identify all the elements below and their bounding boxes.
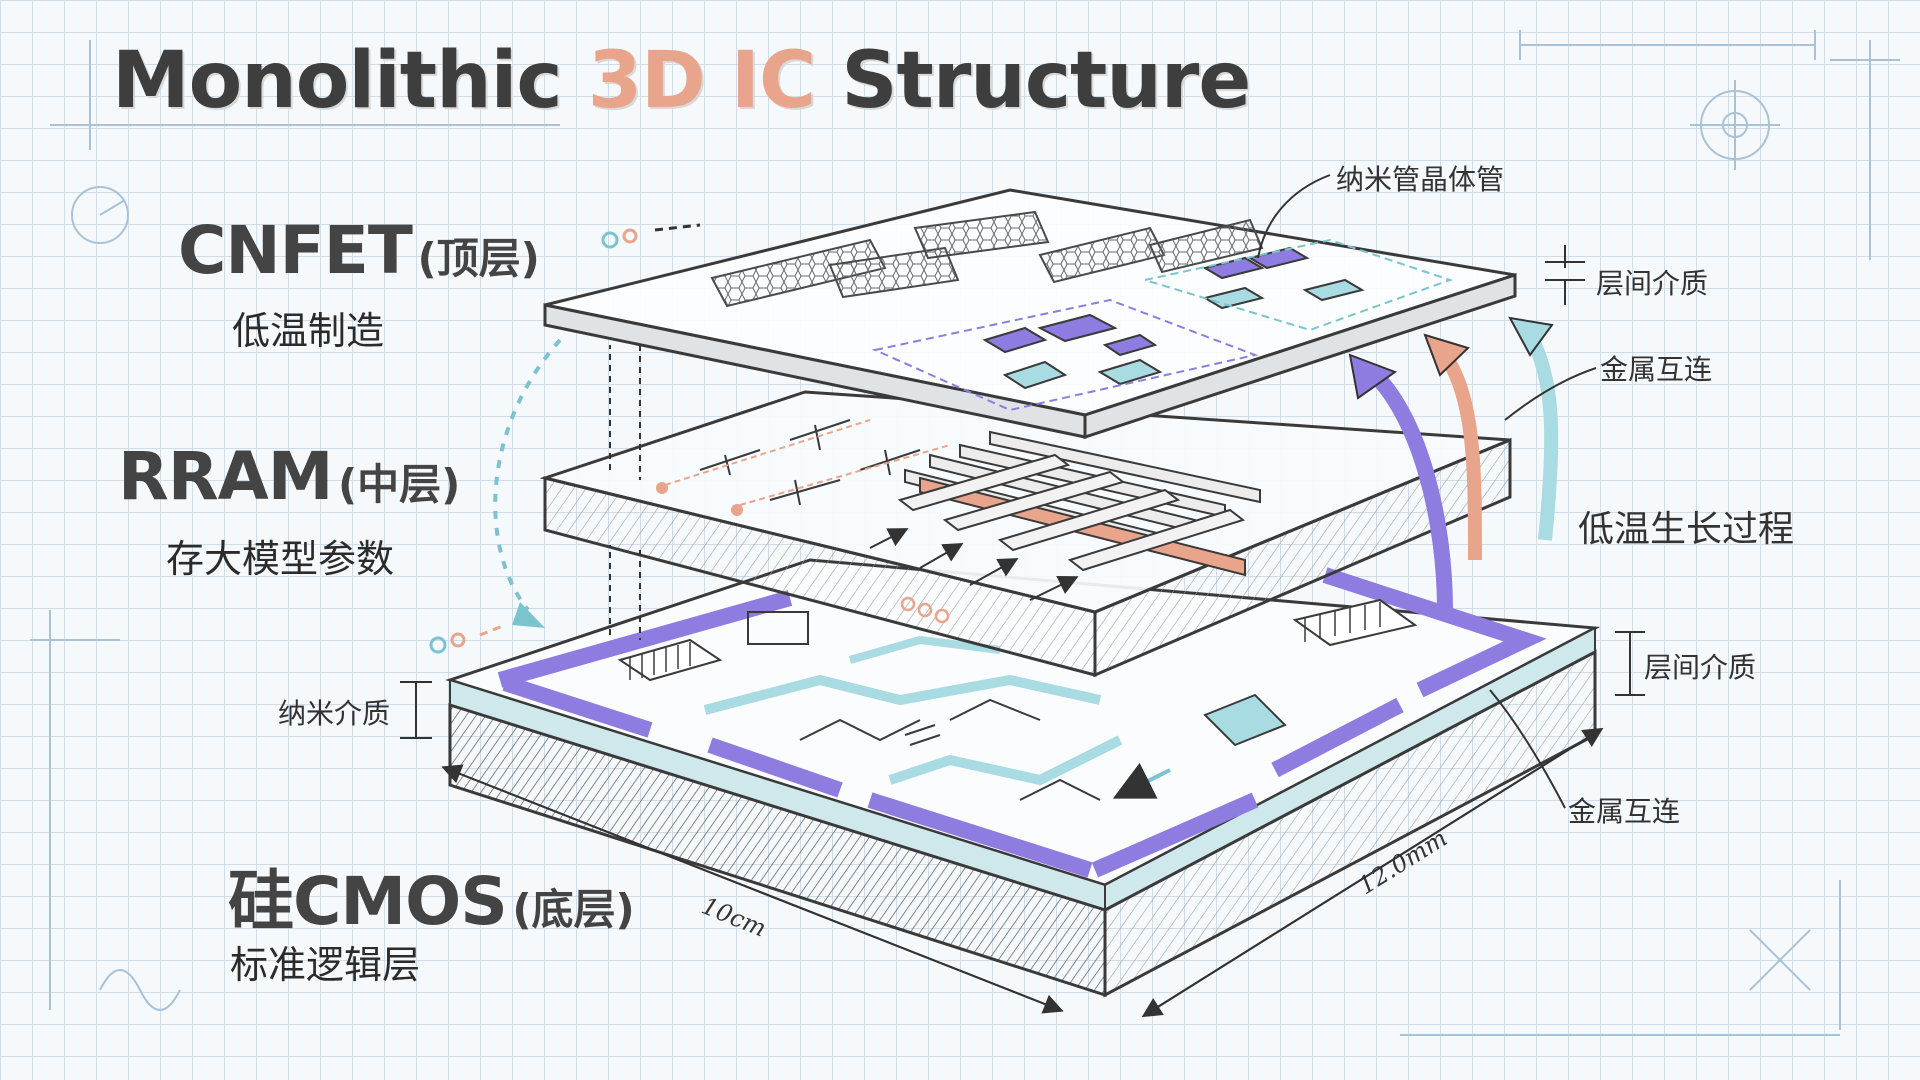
bottom-layer-cmos <box>445 558 1601 998</box>
annotation-interlayer-dielectric-bottom: 层间介质 <box>1644 651 1757 684</box>
layer-top-position: (顶层) <box>417 234 540 283</box>
layer-top-description: 低温制造 <box>232 309 385 353</box>
layer-middle-name: RRAM <box>118 438 333 515</box>
layer-name-middle: RRAM (中层) <box>118 438 460 515</box>
layer-name-bottom: 硅CMOS (底层) <box>228 848 635 944</box>
layer-middle-description: 存大模型参数 <box>166 537 395 581</box>
layer-top-name: CNFET <box>178 212 413 289</box>
annotation-interlayer-dielectric-top: 层间介质 <box>1596 267 1709 300</box>
growth-arrows <box>1348 316 1559 611</box>
layer-bottom-name: 硅CMOS <box>228 863 508 940</box>
decorative-dots <box>429 223 701 654</box>
middle-layer-rram <box>539 390 1512 678</box>
title-accent: 3D IC <box>587 36 816 126</box>
layer-bottom-position: (底层) <box>512 885 635 934</box>
annotation-low-temp-growth: 低温生长过程 <box>1578 509 1795 550</box>
diagram-title: Monolithic 3D IC Structure <box>112 36 1251 126</box>
top-layer-cnfet <box>543 188 1517 440</box>
title-main: Monolithic <box>112 36 588 126</box>
blueprint-decorations <box>30 30 1900 1036</box>
layer-middle-position: (中层) <box>337 460 461 509</box>
annotation-nano-dielectric: 纳米介质 <box>278 697 391 730</box>
annotation-nanotube-transistor: 纳米管晶体管 <box>1336 163 1505 196</box>
layer-name-top: CNFET (顶层) <box>178 212 540 289</box>
annotation-metal-interconnect-top: 金属互连 <box>1600 353 1713 386</box>
layer-bottom-description: 标准逻辑层 <box>230 943 421 987</box>
dimension-width-label: 10cm <box>698 892 770 943</box>
dimension-lines <box>441 727 1604 1018</box>
title-rest: Structure <box>815 36 1251 126</box>
annotation-metal-interconnect-bottom: 金属互连 <box>1568 795 1681 828</box>
